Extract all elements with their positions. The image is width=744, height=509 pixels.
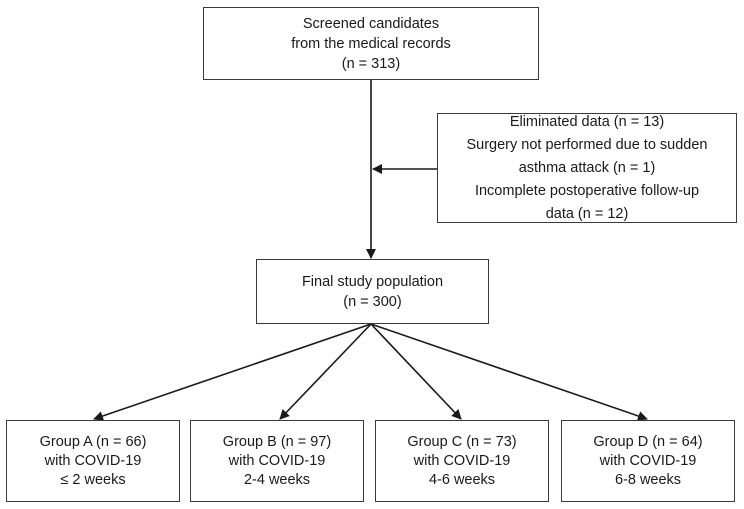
group-a-box: Group A (n = 66) with COVID-19 ≤ 2 weeks bbox=[6, 420, 180, 502]
group-d-interval: 6-8 weeks bbox=[614, 471, 682, 488]
group-c-interval: 4-6 weeks bbox=[428, 471, 496, 488]
group-d-title: Group D (n = 64) bbox=[593, 433, 703, 450]
group-b-interval: 2-4 weeks bbox=[243, 471, 311, 488]
eliminated-line-5: data (n = 12) bbox=[545, 205, 629, 222]
final-line-1: Final study population bbox=[301, 273, 444, 290]
final-count: (n = 300) bbox=[343, 293, 402, 310]
arrow-final-to-group-c bbox=[370, 323, 462, 420]
group-d-condition: with COVID-19 bbox=[599, 452, 697, 469]
eliminated-line-1: Eliminated data (n = 13) bbox=[509, 113, 665, 130]
eliminated-line-4: Incomplete postoperative follow-up bbox=[474, 182, 700, 199]
group-c-condition: with COVID-19 bbox=[413, 452, 511, 469]
group-a-interval: ≤ 2 weeks bbox=[60, 471, 126, 488]
screened-line-2: from the medical records bbox=[291, 35, 451, 52]
screened-count: (n = 313) bbox=[341, 55, 401, 72]
arrow-final-to-group-b bbox=[279, 323, 372, 420]
arrow-final-to-group-d bbox=[370, 323, 648, 421]
group-d-box: Group D (n = 64) with COVID-19 6-8 weeks bbox=[561, 420, 735, 502]
group-a-condition: with COVID-19 bbox=[44, 452, 142, 469]
group-c-box: Group C (n = 73) with COVID-19 4-6 weeks bbox=[375, 420, 549, 502]
final-study-population-box: Final study population (n = 300) bbox=[256, 259, 489, 324]
group-b-title: Group B (n = 97) bbox=[222, 433, 332, 450]
screened-candidates-box: Screened candidates from the medical rec… bbox=[203, 7, 539, 80]
group-b-condition: with COVID-19 bbox=[228, 452, 326, 469]
group-b-box: Group B (n = 97) with COVID-19 2-4 weeks bbox=[190, 420, 364, 502]
eliminated-line-3: asthma attack (n = 1) bbox=[518, 159, 656, 176]
screened-line-1: Screened candidates bbox=[302, 15, 440, 32]
group-a-title: Group A (n = 66) bbox=[39, 433, 147, 450]
eliminated-data-box: Eliminated data (n = 13) Surgery not per… bbox=[437, 113, 737, 223]
group-c-title: Group C (n = 73) bbox=[407, 433, 517, 450]
eliminated-line-2: Surgery not performed due to sudden bbox=[466, 136, 708, 153]
arrow-final-to-group-a bbox=[93, 323, 372, 421]
